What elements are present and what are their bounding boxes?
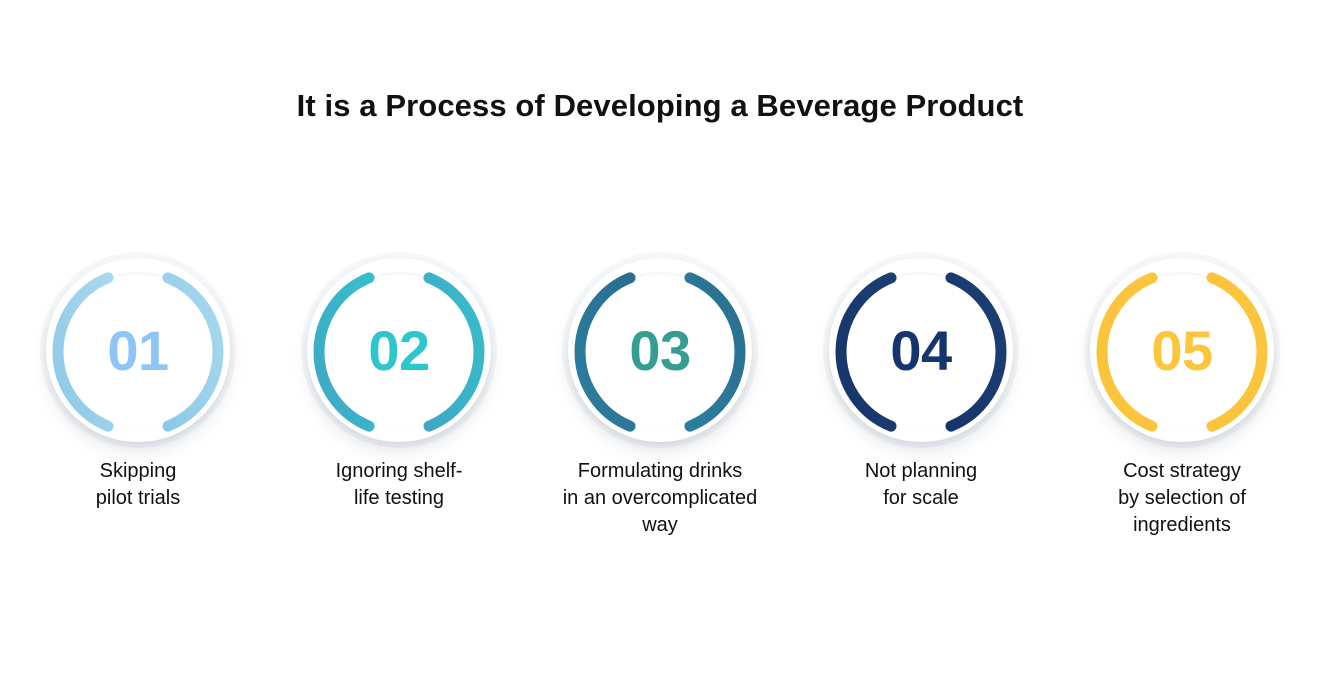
step-badge[interactable]: 01 — [38, 252, 238, 452]
step-number: 01 — [107, 319, 169, 382]
progress-ring-icon — [313, 272, 485, 432]
ring-arc-right — [684, 272, 746, 432]
step-caption: Cost strategy by selection of ingredient… — [1118, 460, 1246, 536]
ring-arc-left — [574, 272, 636, 432]
step-number: 04 — [890, 319, 952, 382]
progress-ring-icon — [835, 272, 1007, 432]
step-caption: Ignoring shelf- life testing — [335, 460, 463, 509]
step-caption: Not planning for scale — [864, 460, 978, 509]
ring-arc-right — [1206, 272, 1268, 432]
ring-arc-left — [1096, 272, 1158, 432]
ring-arc-right — [945, 272, 1007, 432]
step-number: 03 — [629, 319, 691, 382]
ring-arc-left — [313, 272, 375, 432]
progress-ring-icon — [1096, 272, 1268, 432]
ring-arc-right — [162, 272, 224, 432]
step-caption: Skipping pilot trials — [95, 460, 181, 509]
ring-arc-right — [423, 272, 485, 432]
step-badge[interactable]: 04 — [821, 252, 1021, 452]
progress-ring-icon — [574, 272, 746, 432]
progress-ring-icon — [52, 272, 224, 432]
step-badge[interactable]: 05 — [1082, 252, 1282, 452]
ring-arc-left — [835, 272, 897, 432]
step-badge[interactable]: 03 — [560, 252, 760, 452]
ring-arc-left — [52, 272, 114, 432]
step-number: 02 — [368, 319, 430, 382]
step-badge[interactable]: 02 — [299, 252, 499, 452]
step-number: 05 — [1151, 319, 1213, 382]
step-caption: Formulating drinks in an overcomplicated… — [562, 460, 758, 536]
page-title: It is a Process of Developing a Beverage… — [296, 88, 1024, 123]
